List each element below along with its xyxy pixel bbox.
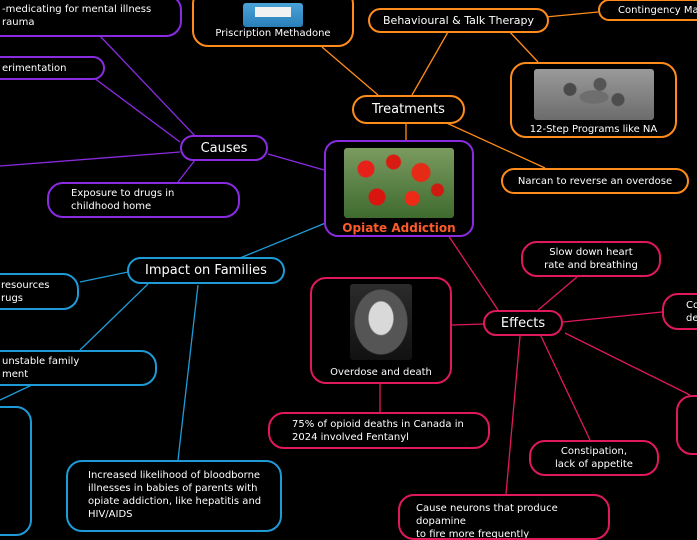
exposure-label: Exposure to drugs in childhood home: [71, 188, 175, 212]
narcan-node[interactable]: Narcan to reverse an overdose: [501, 168, 689, 194]
right-cut-line-1: Co: [686, 299, 697, 311]
methadone-label: Priscription Methadone: [215, 28, 331, 39]
edge-effects-overdose: [451, 323, 486, 326]
edge-effects-heartrate: [537, 276, 578, 311]
center-node[interactable]: Opiate Addiction: [324, 140, 474, 237]
bloodborne-node[interactable]: Increased likelihood of bloodborne illne…: [66, 460, 282, 532]
exposure-node[interactable]: Exposure to drugs in childhood home: [47, 182, 240, 218]
right-lower-cut-node[interactable]: [676, 395, 697, 455]
support-group-image: [533, 69, 654, 120]
edge-center-families: [239, 221, 329, 259]
dopamine-line-2: to fire more frequently: [416, 529, 530, 540]
contingency-label: Contingency Ma: [618, 4, 697, 16]
edge-treatments-behavioural: [411, 31, 449, 96]
edge-center-causes: [267, 153, 325, 171]
self-medicating-line-2: rauma: [2, 16, 35, 28]
right-cut-node[interactable]: Co de: [662, 293, 697, 330]
overdose-node[interactable]: Overdose and death: [310, 277, 452, 384]
resources-line-2: rugs: [1, 292, 24, 304]
behavioural-node[interactable]: Behavioural & Talk Therapy: [368, 8, 549, 33]
constipation-node[interactable]: Constipation, lack of appetite: [529, 440, 659, 476]
edge-treatments-methadone: [321, 46, 379, 96]
edge-families-bloodborne: [177, 284, 199, 461]
methadone-image: [243, 3, 303, 27]
dopamine-node[interactable]: Cause neurons that produce dopamine to f…: [398, 494, 610, 540]
edge-effects-right: [562, 311, 663, 323]
heart-rate-label: Slow down heart rate and breathing: [544, 247, 638, 271]
edge-unstable-left: [0, 383, 35, 401]
edge-causes-experimentation: [89, 74, 181, 143]
center-label: Opiate Addiction: [342, 221, 456, 235]
experimentation-node[interactable]: erimentation: [0, 56, 105, 80]
edge-behavioural-12step: [507, 29, 539, 63]
edge-families-unstable: [79, 283, 149, 351]
twelve-step-label: 12-Step Programs like NA: [529, 124, 658, 135]
edge-families-resources: [79, 271, 129, 283]
self-medicating-line-1: -medicating for mental illness: [2, 3, 152, 15]
edge-center-effects: [445, 231, 499, 311]
unstable-family-node[interactable]: unstable family ment: [0, 350, 157, 386]
edge-causes-exposure: [177, 159, 196, 183]
fentanyl-label: 75% of opioid deaths in Canada in 2024 i…: [292, 418, 464, 443]
unstable-line-1: unstable family: [2, 356, 80, 367]
edge-causes-left: [0, 151, 181, 167]
self-medicating-node[interactable]: -medicating for mental illness rauma: [0, 0, 182, 37]
edge-treatments-narcan: [439, 119, 546, 169]
edge-causes-selfmed: [99, 35, 196, 137]
unstable-line-2: ment: [2, 369, 29, 380]
right-cut-line-2: de: [686, 312, 697, 324]
treatments-node[interactable]: Treatments: [352, 95, 465, 124]
effects-node[interactable]: Effects: [483, 310, 563, 336]
dopamine-line-1: Cause neurons that produce dopamine: [416, 503, 558, 527]
heart-rate-node[interactable]: Slow down heart rate and breathing: [521, 241, 661, 277]
edge-effects-right-lower: [564, 332, 691, 396]
resources-node[interactable]: resources rugs: [0, 273, 79, 310]
twelve-step-node[interactable]: 12-Step Programs like NA: [510, 62, 677, 138]
fentanyl-node[interactable]: 75% of opioid deaths in Canada in 2024 i…: [268, 412, 490, 449]
poppy-field-image: [344, 148, 454, 218]
families-node[interactable]: Impact on Families: [127, 257, 285, 284]
portrait-image: [350, 284, 412, 360]
edge-effects-dopamine: [505, 335, 521, 495]
edge-effects-constipation: [539, 333, 591, 441]
resources-line-1: resources: [1, 279, 50, 291]
experimentation-label: erimentation: [2, 62, 67, 74]
left-cut-node[interactable]: [0, 406, 32, 536]
overdose-label: Overdose and death: [330, 367, 432, 378]
causes-node[interactable]: Causes: [180, 135, 268, 161]
constipation-label: Constipation, lack of appetite: [555, 446, 633, 470]
contingency-node[interactable]: Contingency Ma: [598, 0, 697, 21]
methadone-node[interactable]: Priscription Methadone: [192, 0, 354, 47]
bloodborne-label: Increased likelihood of bloodborne illne…: [88, 470, 262, 520]
